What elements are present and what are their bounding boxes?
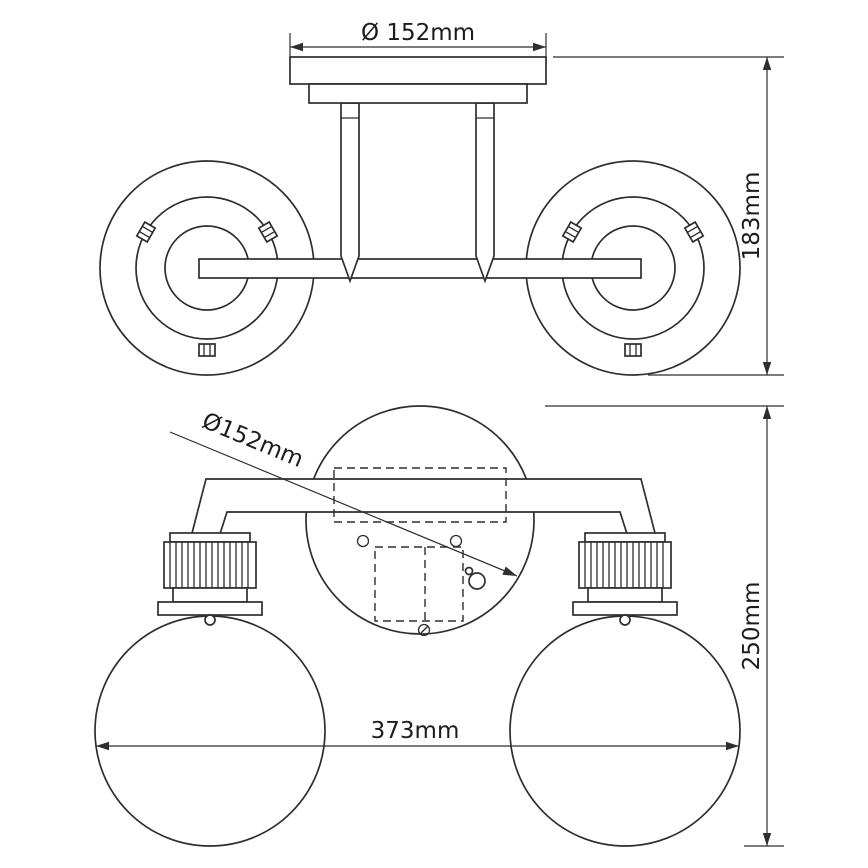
globe-left [94, 615, 326, 847]
dim-arrow-top [762, 406, 772, 419]
dim-arrow-left [96, 741, 109, 751]
canopy-step [308, 83, 528, 104]
clip-detail [260, 225, 276, 239]
clip-body [257, 220, 279, 244]
dim-arrow-left [290, 42, 303, 52]
dim-extension-lines [545, 405, 784, 847]
clip-body [561, 220, 583, 244]
socket-flange [572, 601, 678, 616]
shade-clip [683, 220, 705, 244]
shade-clip [198, 343, 216, 357]
globe-right [509, 615, 741, 847]
dim-arrow-bottom [762, 833, 772, 846]
socket-screw [204, 614, 216, 626]
dim-arrow-top [762, 57, 772, 70]
socket-ribs [584, 542, 664, 588]
socket-screw [619, 614, 631, 626]
dim-arrow-end [502, 566, 517, 576]
keyhole-notch [464, 566, 474, 576]
clip-detail [629, 344, 637, 356]
front-view: Ø152mm 250mm 373mm [94, 405, 784, 847]
clip-detail [686, 225, 702, 239]
mount-arm-right [475, 102, 495, 284]
backplate [305, 405, 535, 635]
socket-cap [584, 532, 666, 543]
clip-detail [138, 225, 154, 239]
socket-right [572, 532, 678, 626]
adjust-screw [417, 623, 431, 637]
mount-arm-left [340, 102, 360, 284]
dim-label-fixture-depth: 183mm [739, 172, 765, 261]
dim-fixture-depth: 183mm [553, 56, 784, 376]
dim-overall-width: 373mm [96, 718, 739, 751]
shade-clip [561, 220, 583, 244]
clip-detail [564, 225, 580, 239]
arm-body [340, 102, 360, 284]
shade-clip [257, 220, 279, 244]
screw-hole-left [356, 534, 370, 548]
dim-label-backplate-diameter: Ø152mm [198, 408, 307, 473]
shade-clip [135, 220, 157, 244]
crossbar-top-view [198, 258, 642, 279]
dim-arrow-right [533, 42, 546, 52]
clip-body [624, 343, 642, 357]
dim-leader-line [169, 431, 518, 577]
crossbar-front [189, 478, 658, 538]
socket-flange [157, 601, 263, 616]
dim-arrow-right [726, 741, 739, 751]
dim-label-canopy-diameter: Ø 152mm [361, 20, 475, 46]
arm-body [475, 102, 495, 284]
shade-clip [624, 343, 642, 357]
dim-extension-lines [289, 33, 547, 59]
socket-neck [587, 587, 663, 603]
dim-extension-lines [553, 56, 784, 376]
junction-box-outline [374, 546, 464, 622]
dim-canopy-diameter: Ø 152mm [289, 20, 547, 59]
top-view: Ø 152mm [99, 20, 784, 376]
dim-label-fixture-height: 250mm [739, 582, 765, 671]
socket-neck [172, 587, 248, 603]
screw-head [417, 623, 431, 637]
mounting-bracket-hidden [333, 467, 507, 523]
socket-left [157, 532, 263, 626]
canopy-outer [289, 56, 547, 85]
junction-box-hidden [374, 546, 464, 622]
dim-label-overall-width: 373mm [371, 718, 460, 744]
socket-ribs [169, 542, 249, 588]
dim-fixture-height: 250mm [545, 405, 784, 847]
dim-arrow-bottom [762, 362, 772, 375]
clip-body [198, 343, 216, 357]
socket-cap [169, 532, 251, 543]
clip-body [683, 220, 705, 244]
screw-hole-right [449, 534, 463, 548]
keyhole-round [468, 572, 486, 590]
clip-detail [203, 344, 211, 356]
canopy-plate [289, 56, 547, 104]
clip-body [135, 220, 157, 244]
keyhole-slot [464, 566, 486, 590]
screw-slot [419, 625, 429, 635]
